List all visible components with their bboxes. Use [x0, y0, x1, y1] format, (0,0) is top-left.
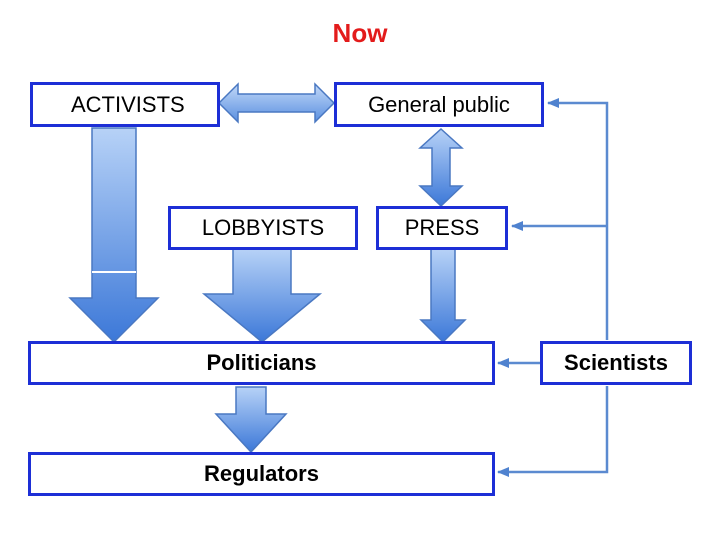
lobbyists-box: LOBBYISTS — [168, 206, 358, 250]
lobbyists-label: LOBBYISTS — [201, 215, 325, 240]
scientists-label: Scientists — [564, 350, 668, 375]
press-label: PRESS — [404, 215, 480, 240]
general-public-box: General public — [334, 82, 544, 127]
press-box: PRESS — [376, 206, 508, 250]
activists-box: ACTIVISTS — [30, 82, 220, 127]
activists-public-double-arrow — [217, 82, 336, 124]
diagram-title: Now — [332, 18, 388, 48]
politicians-box: Politicians — [28, 341, 495, 385]
activists-to-politicians-arrow — [68, 127, 160, 344]
lobbyists-to-politicians-arrow — [201, 248, 323, 343]
regulators-box: Regulators — [28, 452, 495, 496]
regulators-label: Regulators — [204, 461, 319, 486]
press-to-politicians-arrow — [419, 248, 467, 344]
activists-label: ACTIVISTS — [71, 91, 185, 117]
scientists-box: Scientists — [540, 341, 692, 385]
politicians-label: Politicians — [206, 350, 317, 375]
general-public-label: General public — [368, 91, 510, 117]
scientists-to-regulators-connector — [497, 386, 609, 477]
politicians-to-regulators-arrow — [214, 386, 288, 454]
public-press-double-arrow — [418, 127, 464, 208]
scientists-to-public-connector — [547, 98, 609, 340]
